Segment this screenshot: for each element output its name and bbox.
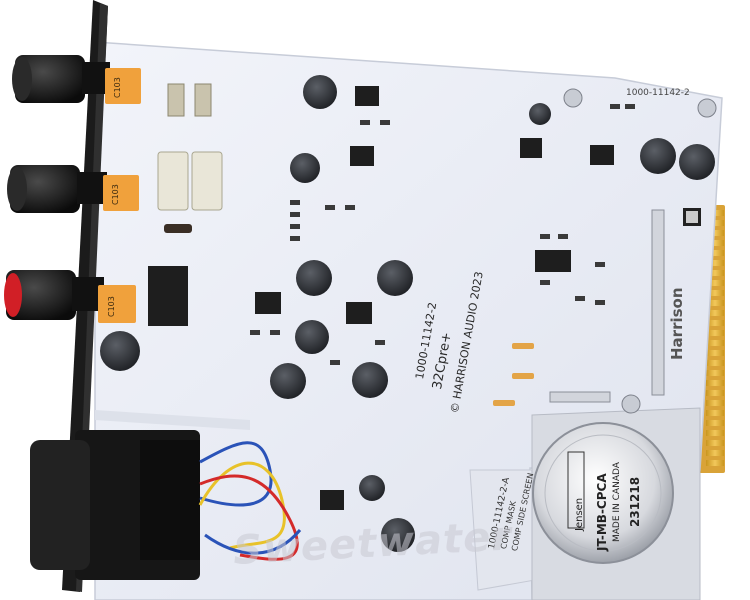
pot-cap-2 xyxy=(103,175,139,211)
pot-cap-2-label: C103 xyxy=(111,184,120,205)
pot-cap-3 xyxy=(98,285,136,323)
electrolytic-caps xyxy=(100,75,715,552)
board-part-number-right: 1000-11142-2 xyxy=(626,88,690,98)
pot-cap-1-label: C103 xyxy=(113,77,122,98)
transformer-model: JT-MB-CPCA xyxy=(595,473,609,551)
transformer-date-code: 231218 xyxy=(628,476,642,527)
transformer-brand: Jensen xyxy=(574,497,585,531)
pot-cap-3-label: C103 xyxy=(107,296,116,317)
trim-knob xyxy=(7,165,107,213)
xlr-connector xyxy=(30,430,200,580)
ic-chips xyxy=(148,86,614,510)
transformer-origin: MADE IN CANADA xyxy=(612,462,622,542)
screws xyxy=(563,88,717,414)
pot-cap-1 xyxy=(105,68,141,104)
brand-logo-text: Harrison xyxy=(668,287,686,360)
wiring xyxy=(198,441,302,561)
